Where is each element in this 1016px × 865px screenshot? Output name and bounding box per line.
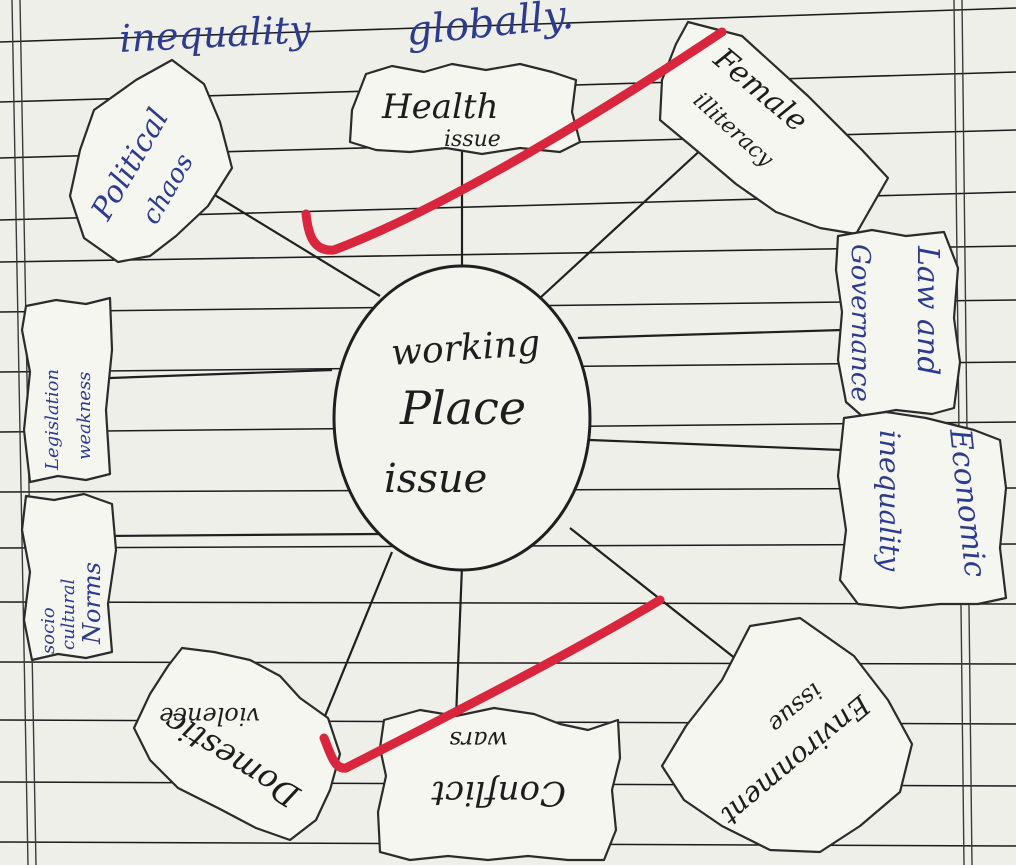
law-label-line-1: Law and [910, 245, 945, 375]
conflict-label-line-2: wars [449, 726, 508, 754]
node-environment-issue: Environment issue [660, 616, 914, 854]
socio-label-line-3: Norms [78, 562, 106, 645]
law-label-line-2: Governance [845, 244, 875, 402]
center-node: working Place issue [332, 264, 592, 572]
node-legislation-weakness: Legislation weakness [20, 296, 114, 484]
connector-environment [569, 527, 761, 679]
node-economic-inequality: Economic inequality [836, 410, 1008, 610]
node-socio-cultural-norms: socio cultural Norms [20, 492, 118, 662]
socio-label-line-2: cultural [58, 578, 79, 650]
red-check-mark-bottom [319, 595, 665, 773]
header-word-inequality: inequality [118, 7, 312, 61]
red-check-mark-top [301, 27, 727, 255]
node-health-issue: Health issue [348, 62, 582, 156]
health-label-line-1: Health [381, 87, 498, 127]
connector-conflict [454, 565, 464, 719]
node-political-chaos: Political chaos [68, 58, 234, 264]
socio-label-line-1: socio [38, 607, 59, 654]
node-domestic-violence: Domestic violence [132, 646, 342, 842]
connector-domestic [314, 551, 394, 739]
domestic-label-line-2: violence [159, 702, 260, 730]
center-label-line-3: issue [384, 456, 487, 502]
header-word-globally: globally. [404, 0, 575, 55]
connector-legislation [109, 368, 333, 380]
connector-socio [99, 532, 381, 538]
connector-law [577, 328, 843, 340]
red-check-marks [301, 27, 727, 773]
node-law-governance: Law and Governance [834, 228, 962, 418]
node-conflict-wars: Conflict wars [376, 706, 622, 862]
conflict-label-line-1: Conflict [431, 773, 566, 813]
legislation-label-line-1: Legislation [42, 369, 63, 471]
center-label-line-2: Place [399, 381, 526, 435]
connector-economic [589, 438, 843, 452]
connector-political [199, 185, 381, 297]
legislation-label-line-2: weakness [74, 372, 95, 460]
health-label-line-2: issue [444, 127, 501, 152]
connector-female [539, 133, 719, 299]
economic-label-line-2: inequality [873, 430, 906, 572]
connector-lines [99, 133, 843, 739]
